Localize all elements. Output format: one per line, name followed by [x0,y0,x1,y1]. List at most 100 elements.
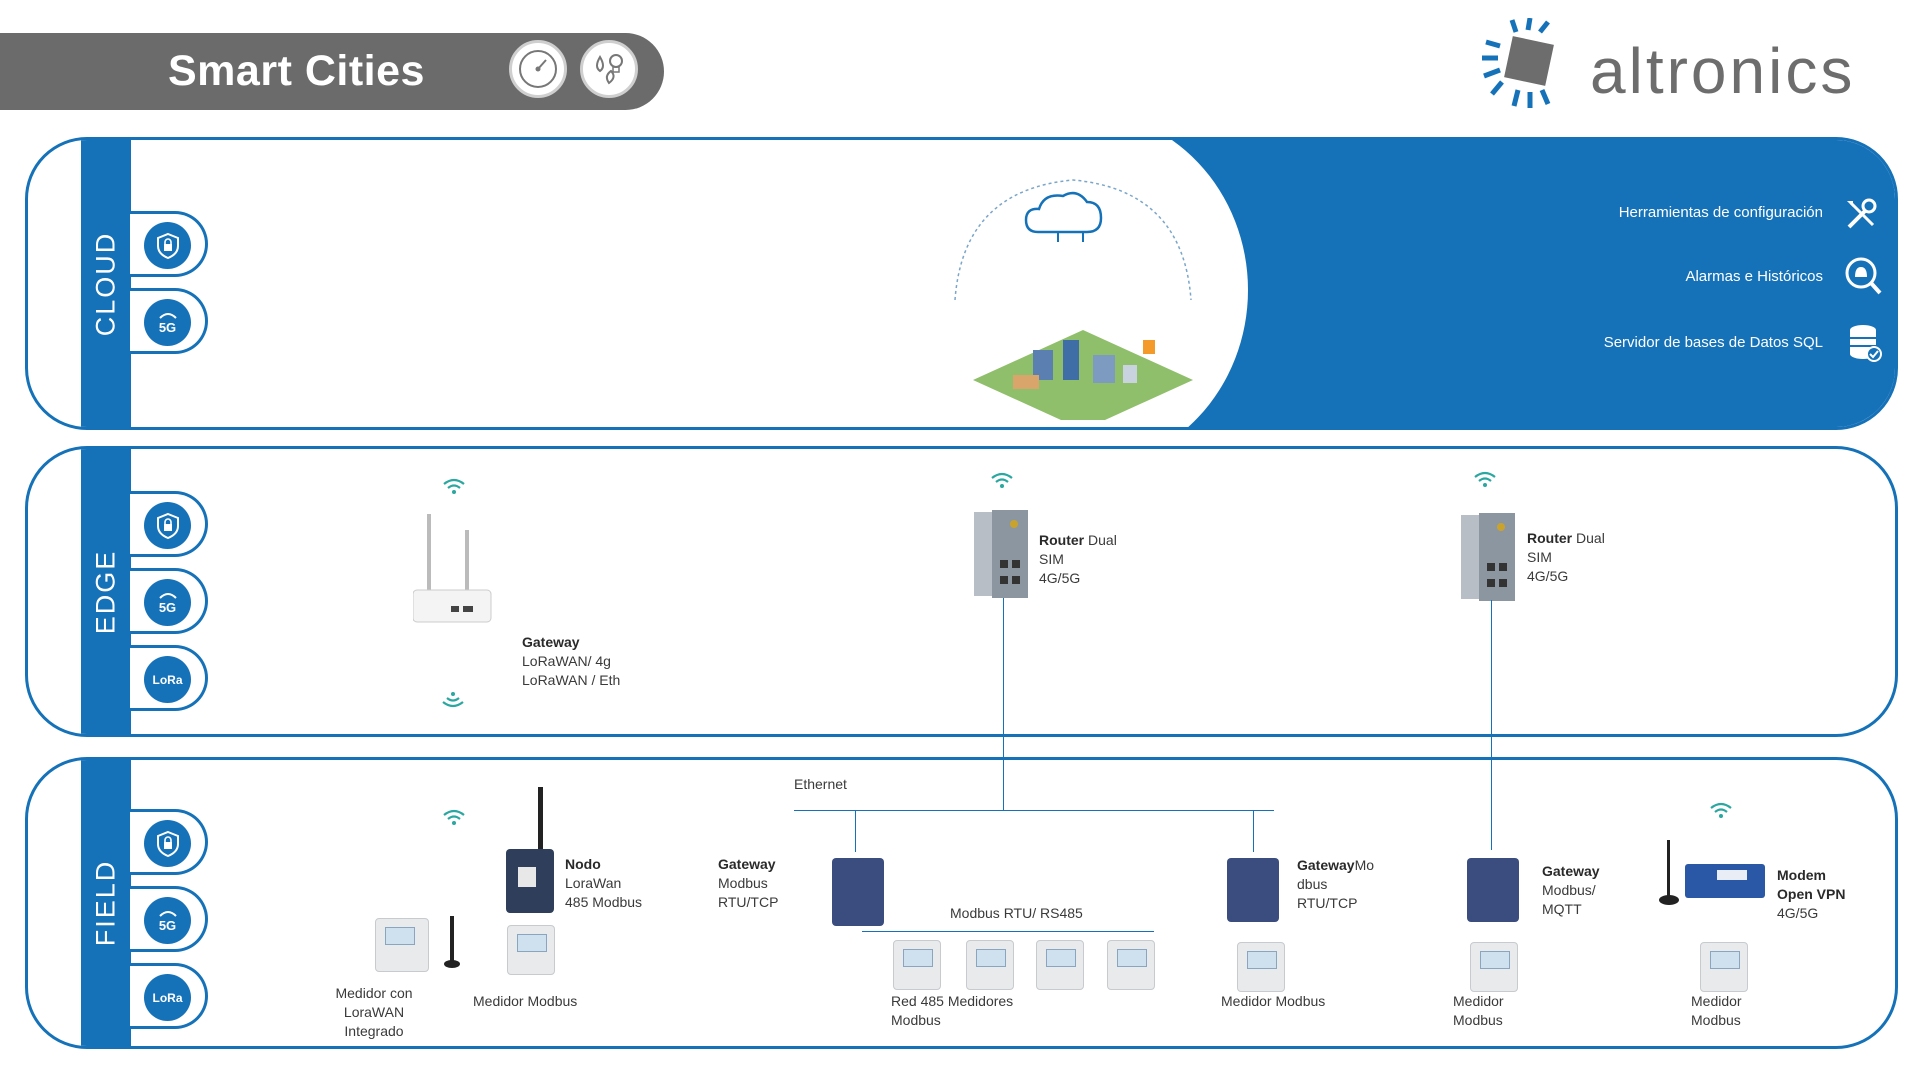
ethernet-drop-2 [1253,810,1254,852]
medidor-modbus-4-label: Medidor Modbus [1691,992,1742,1030]
edge-gateway-title: Gateway [522,634,580,650]
gw-modbus-2-label: GatewayMo dbus RTU/TCP [1297,856,1374,913]
5g-icon: 5G [144,897,191,944]
nodo-device [504,787,556,920]
gw-modbus-tcp-line2: RTU/TCP [718,894,779,910]
cloud-5g-badge: 5G [130,288,208,354]
field-section: FIELD 5G LoRa [25,757,1898,1049]
gw-modbus-2-tail: Mo [1354,857,1375,873]
gw-modbus-2-line1: dbus [1297,876,1328,892]
router-1-title: Router [1039,532,1085,548]
service-sql-label: Servidor de bases de Datos SQL [1603,334,1823,351]
router-1-device [974,510,1030,603]
lora-icon: LoRa [144,656,191,703]
gw-modbus-2-line2: RTU/TCP [1297,895,1358,911]
ethernet-drop-1 [855,810,856,852]
field-side-bar: FIELD [81,760,131,1046]
modem-line1: 4G/5G [1777,905,1819,921]
field-security-badge [130,809,208,875]
edge-label: EDGE [90,549,121,634]
5g-text: 5G [158,320,177,335]
field-5g-badge: 5G [130,886,208,952]
wifi-icon [442,478,466,501]
cloud-label: CLOUD [90,231,121,336]
cloud-security-badge [130,211,208,277]
service-alarms-label: Alarmas e Históricos [1685,268,1823,285]
gw-modbus-tcp-title: Gateway [718,856,776,872]
medidor-modbus-4-line1: Medidor [1691,993,1742,1009]
5g-text: 5G [158,600,177,615]
modbus-meter-2-device [1237,942,1285,992]
red485-label: Red 485 Medidores Modbus [891,992,1013,1030]
gw-mqtt-title: Gateway [1542,863,1600,879]
service-config-label: Herramientas de configuración [1618,204,1823,221]
gateway-modbus-2-device [1227,858,1279,922]
router-2-label: Router Dual SIM 4G/5G [1527,529,1605,586]
edge-section: EDGE 5G LoRa [25,446,1898,737]
medidor-lorawan-line2: LoraWAN [343,1004,405,1020]
cloud-icon [953,170,1193,427]
alarm-search-icon [1843,255,1883,304]
gw-mqtt-label: Gateway Modbus/ MQTT [1542,862,1600,919]
gateway-modbus-tcp-device [832,858,884,926]
medidor-lorawan-line3: Integrado [344,1023,404,1039]
lorawan-meter-device [375,918,429,972]
medidor-modbus-3-line2: Modbus [1453,1012,1503,1028]
router-1-line2: 4G/5G [1039,570,1081,586]
gateway-mqtt-device [1467,858,1519,922]
edge-gateway-line2: LoRaWAN / Eth [522,672,621,688]
gw-mqtt-line1: Modbus/ [1542,882,1596,898]
modem-device [1657,840,1767,925]
router-2-rest: Dual [1572,530,1605,546]
lora-text: LoRa [152,990,183,1005]
nodo-line2: 485 Modbus [565,894,643,910]
medidor-lorawan-line1: Medidor con [335,985,413,1001]
brand-logo-icon [1478,17,1578,118]
medidor-modbus-3-label: Medidor Modbus [1453,992,1504,1030]
red485-line2: Modbus [891,1012,941,1028]
router-2-line2: 4G/5G [1527,568,1569,584]
rs485-meter-2-device [966,940,1014,990]
wifi-down-icon [441,690,465,713]
nodo-title: Nodo [565,856,601,872]
5g-text: 5G [158,918,177,933]
cloud-section: CLOUD 5G Herramientas de configuración [25,137,1898,430]
router-1-rest: Dual [1084,532,1117,548]
edge-side-bar: EDGE [81,449,131,734]
edge-security-badge [130,491,208,557]
edge-gateway-line1: LoRaWAN/ 4g [522,653,611,669]
nodo-label: Nodo LoraWan 485 Modbus [565,855,642,912]
antenna-icon [440,912,464,977]
router-2-device [1461,513,1517,606]
modem-label: Modem Open VPN 4G/5G [1777,866,1845,923]
edge-gateway-label: Gateway LoRaWAN/ 4g LoRaWAN / Eth [522,633,620,690]
gw-modbus-tcp-line1: Modbus [718,875,768,891]
tools-icon [1843,197,1879,238]
medidor-modbus-2-label: Medidor Modbus [1221,993,1326,1009]
rs485-meter-1-device [893,940,941,990]
page-title: Smart Cities [168,47,425,95]
rs485-meter-4-device [1107,940,1155,990]
rs485-line [862,931,1154,932]
wifi-icon [1473,471,1497,494]
router-1-link [1003,598,1004,811]
modem-title-2: Open VPN [1777,886,1846,902]
router-1-line1: SIM [1039,551,1064,567]
lorawan-gateway-device [412,510,493,630]
medidor-modbus-1-label: Medidor Modbus [473,993,578,1009]
medidor-lorawan-label: Medidor con LoraWAN Integrado [324,984,424,1041]
edge-5g-badge: 5G [130,568,208,634]
nodo-line1: LoraWan [565,875,622,891]
medidor-modbus-3-line1: Medidor [1453,993,1504,1009]
gw-modbus-2-title: Gateway [1297,857,1355,873]
gw-mqtt-line2: MQTT [1542,901,1582,917]
router-2-line1: SIM [1527,549,1552,565]
lora-text: LoRa [152,672,183,687]
modbus-meter-4-device [1700,942,1748,992]
shield-lock-icon [144,820,191,867]
ethernet-label: Ethernet [794,776,847,792]
wifi-icon [990,472,1014,495]
shield-lock-icon [144,222,191,269]
5g-icon: 5G [144,579,191,626]
modbus-bus-label: Modbus RTU/ RS485 [950,905,1083,921]
